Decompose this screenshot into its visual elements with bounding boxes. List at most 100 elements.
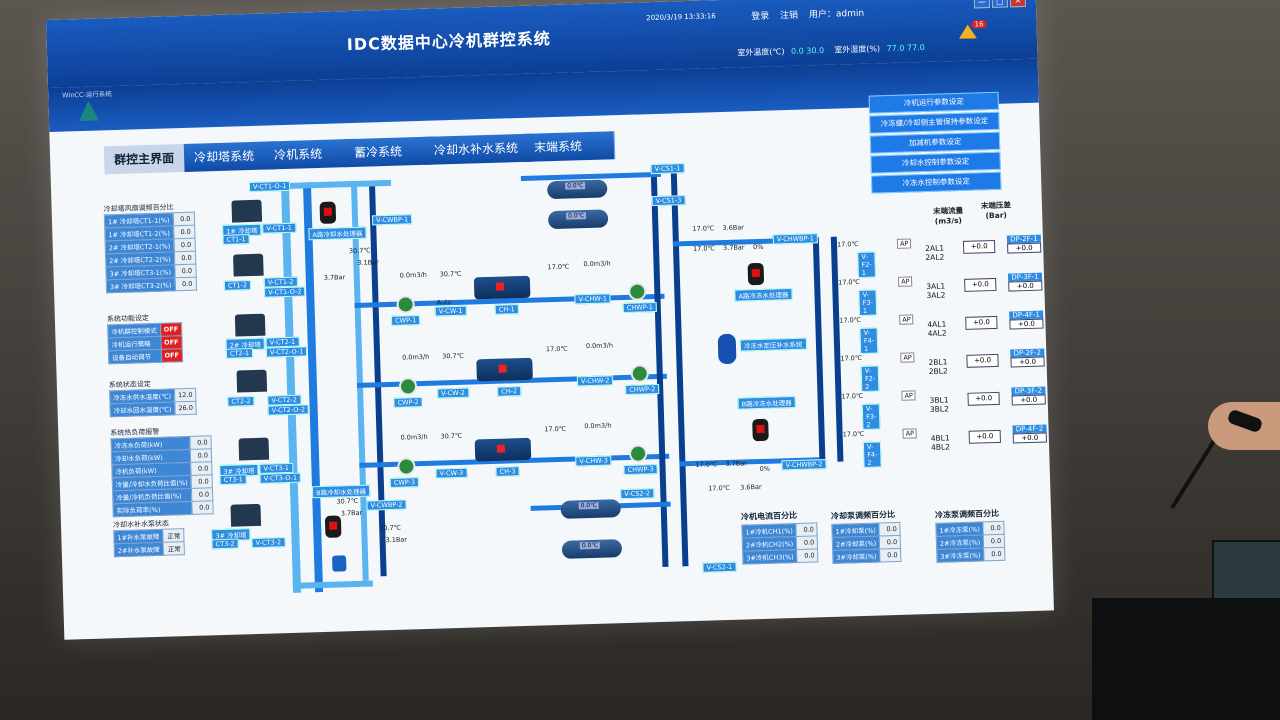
dp-tag: DP-3F-1+0.0 [1007,272,1043,292]
zone-valve[interactable]: V-F4-1 [859,327,879,354]
chiller-icon[interactable] [474,437,532,462]
tower-valve-outlet[interactable]: V-CT1-O-1 [248,180,291,193]
stage-param-button[interactable]: 加减机参数设定 [869,131,1001,154]
a-cw-treatment-icon[interactable] [319,201,337,224]
tower-valve-outlet[interactable]: V-CT2-O-2 [267,404,310,416]
chiller-icon[interactable] [476,357,533,382]
cooling-tower-icon[interactable] [231,199,263,223]
logout-link[interactable]: 注销 [779,10,799,22]
cw-valve[interactable]: V-CW-1 [434,305,467,317]
makeup-row-label: 2#补水泵故障 [114,542,164,557]
func-toggle[interactable]: OFF [160,335,183,350]
row-label: 3#冷却泵(%) [832,548,881,564]
tab-storage[interactable]: 蓄冷系统 [343,136,436,168]
cooling-tower-icon[interactable] [234,313,266,337]
filter-icon [332,555,347,572]
chwbp-1-valve[interactable]: V-CHWBP-1 [772,233,818,245]
tower-valve[interactable]: V-CT3-2 [251,537,286,549]
tank-valve[interactable]: V-CS1-3 [651,195,686,207]
chw-valve[interactable]: V-CHW-3 [575,455,612,467]
func-toggle[interactable]: OFF [160,322,182,337]
cw-valve[interactable]: V-CW-2 [437,387,469,399]
dp-label: DP-4F-1 [1009,310,1044,320]
cw-pump-icon[interactable] [396,295,415,314]
cooling-tower-icon[interactable] [233,253,264,277]
dp-value: +0.0 [1010,356,1045,368]
status-row-value[interactable]: 26.0 [174,401,197,415]
login-link[interactable]: 登录 [751,11,770,23]
zone-label-b: 2AL2 [925,252,945,263]
cooling-tower-icon[interactable] [230,503,262,527]
tower-valve-outlet[interactable]: V-CT1-O-2 [264,286,306,298]
alarm-count-badge: 16 [971,20,987,29]
cw-pump-icon[interactable] [397,457,416,476]
table-row: 冷却水回水温度(℃)26.0 [109,401,197,417]
cw-pump-panel: 冷却泵调频百分比 1#冷却泵(%)0.0 2#冷却泵(%)0.0 3#冷却泵(%… [831,509,902,564]
load-row-value: 0.0 [190,461,213,476]
tank-valve[interactable]: V-CS2-2 [620,488,655,500]
tower-valve[interactable]: V-CT1-1 [262,222,296,234]
outdoor-hum-label: 室外湿度(%) [834,44,881,55]
tower-valve-outlet[interactable]: V-CT3-O-1 [259,472,302,484]
chw-pump-icon[interactable] [630,364,650,383]
tab-main[interactable]: 群控主界面 [103,143,196,175]
chw-valve[interactable]: V-CHW-2 [576,375,614,387]
tower-valve-outlet[interactable]: V-CT2-O-1 [265,346,308,358]
chiller-current-panel: 冷机电流百分比 1#冷机CH1(%)0.0 2#冷机CH2(%)0.0 3#冷机… [741,509,819,565]
a-chw-treatment-icon[interactable] [747,262,765,286]
storage-tank-icon[interactable]: 0.0℃ [560,499,622,519]
tab-chiller[interactable]: 冷机系统 [263,138,356,170]
status-row-value[interactable]: 12.0 [174,388,197,402]
chw-pump-icon[interactable] [628,444,648,463]
cwbp-1-valve[interactable]: V-CWBP-1 [371,214,413,226]
cw-control-button[interactable]: 冷却水控制参数设定 [870,151,1001,174]
cooling-tower-icon[interactable] [236,369,268,393]
zone-valve[interactable]: V-F2-1 [857,251,877,279]
chw-pump-title: 冷冻泵调频百分比 [934,508,1000,520]
flow-value: +0.0 [962,239,996,254]
close-button[interactable]: ✕ [1009,0,1027,8]
cooling-tower-icon[interactable] [238,437,270,461]
pipe-param-button[interactable]: 冷冻蝶/冷却侧主管保持参数设定 [869,111,1000,134]
zone-valve[interactable]: V-F3-1 [858,289,878,317]
storage-tank-icon[interactable]: 0.0℃ [547,179,608,200]
tab-makeup[interactable]: 冷却水补水系统 [423,133,536,165]
tab-terminal[interactable]: 末端系统 [523,131,616,162]
storage-tank-icon[interactable]: 0.0℃ [547,209,609,230]
window-controls: — □ ✕ [973,0,1027,9]
fan-panel: 冷却塔风扇调频百分比 1# 冷却塔CT1-1(%)0.0 1# 冷却塔CT1-2… [103,202,197,294]
b-chw-treatment-icon[interactable] [752,418,769,442]
zone-valve[interactable]: V-F3-2 [861,403,881,430]
row-label: 3#冷机CH3(%) [742,549,798,565]
cw-pump-icon[interactable] [398,377,418,396]
chw-pump-label: CHWP-2 [625,383,660,395]
storage-tank-icon[interactable]: 0.0℃ [561,539,623,559]
row-value: 0.0 [796,548,819,563]
func-toggle[interactable]: OFF [160,348,183,363]
chiller-cw-temp: 30.7℃ [442,351,465,361]
tank-valve[interactable]: V-CS1-1 [650,163,685,175]
table-row: 3#冷冻泵(%)0.0 [936,547,1006,563]
maximize-button[interactable]: □ [991,0,1009,8]
zone-label-b: 3BL2 [929,404,949,414]
cw-pump-label: CWP-1 [390,315,421,326]
tank-valve[interactable]: V-CS2-1 [702,561,737,573]
minimize-button[interactable]: — [973,0,991,9]
tank-temp: 0.0℃ [579,541,601,550]
chw-control-button[interactable]: 冷冻水控制参数设定 [870,171,1002,194]
cwbp-2-valve[interactable]: V-CWBP-2 [366,499,407,511]
cw-valve[interactable]: V-CW-3 [435,467,468,479]
b-cw-treatment-icon[interactable] [324,515,342,538]
zone-valve[interactable]: V-F4-2 [862,441,882,468]
chiller-param-button[interactable]: 冷机运行参数设定 [868,91,1000,114]
zone-valve[interactable]: V-F2-2 [860,365,880,392]
zone-temp: 17.0℃ [838,277,861,287]
expansion-tank-icon[interactable] [717,333,737,365]
chw-valve[interactable]: V-CHW-1 [574,293,612,305]
cw-main-riser [350,180,369,581]
fan-row-value: 0.0 [174,277,197,291]
tab-cooling-tower[interactable]: 冷却塔系统 [183,141,276,172]
makeup-table: 1#补水泵故障正常 2#补水泵故障正常 [113,528,185,557]
chiller-icon[interactable] [473,275,531,300]
chwbp-2-valve[interactable]: V-CHWBP-2 [781,459,827,471]
